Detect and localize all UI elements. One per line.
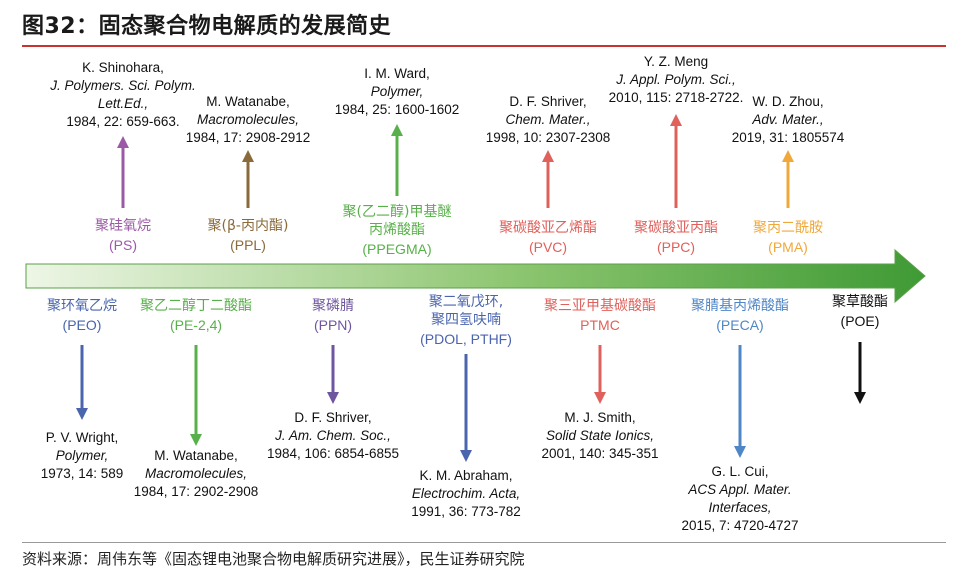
citation-line: 1984, 106: 6854-6855 xyxy=(267,446,399,461)
arrow-up-icon xyxy=(391,124,403,196)
citation-line: Interfaces, xyxy=(708,500,771,515)
polymer-name: 聚腈基丙烯酸酯 xyxy=(691,297,789,314)
citation-line: Polymer, xyxy=(56,448,109,463)
polymer-abbr: PTMC xyxy=(580,317,620,333)
arrow-down-icon xyxy=(594,345,606,404)
citation-line: ACS Appl. Mater. xyxy=(687,482,791,497)
arrow-up-icon xyxy=(542,150,554,208)
arrow-down-icon xyxy=(854,342,866,404)
citation-line: Adv. Mater., xyxy=(751,112,823,127)
arrow-down-icon xyxy=(76,345,88,420)
polymer-abbr: (PVC) xyxy=(529,239,567,255)
polymer-name: 聚(β-丙内酯) xyxy=(208,218,289,234)
polymer-name: 聚碳酸亚乙烯酯 xyxy=(499,220,597,236)
arrow-down-icon xyxy=(327,345,339,404)
polymer-name-line2: 聚四氢呋喃 xyxy=(431,312,501,328)
citation-line: Solid State Ionics, xyxy=(546,428,654,443)
citation-line: M. Watanabe, xyxy=(206,94,290,109)
polymer-name: 聚乙二醇丁二酸酯 xyxy=(140,297,252,314)
citation-line: W. D. Zhou, xyxy=(752,94,823,109)
polymer-name: 聚磷腈 xyxy=(312,298,354,314)
citation-line: J. Appl. Polym. Sci., xyxy=(615,72,736,87)
polymer-name: 聚三亚甲基碳酸酯 xyxy=(544,297,656,314)
figure-title: 图32：固态聚合物电解质的发展简史 xyxy=(22,14,392,39)
citation-line: D. F. Shriver, xyxy=(294,410,371,425)
citation-line: D. F. Shriver, xyxy=(509,94,586,109)
citation-line: 1973, 14: 589 xyxy=(41,466,124,481)
polymer-name-line2: 丙烯酸酯 xyxy=(369,222,425,238)
polymer-name: 聚碳酸亚丙酯 xyxy=(634,220,718,236)
arrow-up-icon xyxy=(782,150,794,208)
polymer-abbr: (PPN) xyxy=(314,317,352,333)
citation-line: Y. Z. Meng xyxy=(644,54,708,69)
polymer-name: 聚硅氧烷 xyxy=(95,218,151,234)
citation-line: Macromolecules, xyxy=(145,466,247,481)
polymer-abbr: (PS) xyxy=(109,237,137,253)
citation-line: 2019, 31: 1805574 xyxy=(732,130,845,145)
citation-line: 2015, 7: 4720-4727 xyxy=(681,518,798,533)
citation-line: J. Am. Chem. Soc., xyxy=(274,428,391,443)
polymer-abbr: (PDOL, PTHF) xyxy=(420,331,512,347)
arrow-up-icon xyxy=(670,114,682,208)
polymer-abbr: (PMA) xyxy=(768,239,808,255)
citation-line: K. Shinohara, xyxy=(82,60,164,75)
polymer-name: 聚草酸酯 xyxy=(832,294,888,310)
polymer-abbr: (PPEGMA) xyxy=(362,241,431,257)
citation-line: Lett.Ed., xyxy=(98,96,148,111)
citation-line: 1984, 25: 1600-1602 xyxy=(335,102,460,117)
citation-line: G. L. Cui, xyxy=(711,464,768,479)
citation-line: J. Polymers. Sci. Polym. xyxy=(49,78,196,93)
citation-line: I. M. Ward, xyxy=(364,66,430,81)
polymer-name: 聚二氧戊环, xyxy=(429,294,503,310)
citation-line: 2010, 115: 2718-2722. xyxy=(609,90,744,105)
polymer-abbr: (PECA) xyxy=(716,317,763,333)
citation-line: K. M. Abraham, xyxy=(419,468,512,483)
source-note: 资料来源：周伟东等《固态锂电池聚合物电解质研究进展》，民生证券研究院 xyxy=(22,550,525,568)
polymer-abbr: (PEO) xyxy=(63,317,102,333)
arrow-up-icon xyxy=(117,136,129,208)
title-rule xyxy=(22,45,946,47)
citation-line: 1991, 36: 773-782 xyxy=(411,504,521,519)
polymer-name: 聚丙二酰胺 xyxy=(753,220,823,236)
citation-line: 1998, 10: 2307-2308 xyxy=(486,130,611,145)
polymer-abbr: (PPL) xyxy=(230,237,266,253)
timeline-arrow xyxy=(25,248,926,304)
polymer-name: 聚环氧乙烷 xyxy=(47,298,117,314)
citation-line: M. Watanabe, xyxy=(154,448,238,463)
citation-line: Electrochim. Acta, xyxy=(412,486,520,501)
arrow-down-icon xyxy=(190,345,202,446)
citation-line: 1984, 17: 2902-2908 xyxy=(134,484,259,499)
citation-line: 1984, 17: 2908-2912 xyxy=(186,130,311,145)
arrow-up-icon xyxy=(242,150,254,208)
citation-line: Polymer, xyxy=(371,84,424,99)
arrow-down-icon xyxy=(734,345,746,458)
citation-line: P. V. Wright, xyxy=(46,430,119,445)
citation-line: M. J. Smith, xyxy=(564,410,635,425)
arrow-down-icon xyxy=(460,354,472,462)
citation-line: 2001, 140: 345-351 xyxy=(541,446,658,461)
citation-line: 1984, 22: 659-663. xyxy=(66,114,179,129)
polymer-name: 聚(乙二醇)甲基醚 xyxy=(343,203,452,220)
polymer-abbr: (PPC) xyxy=(657,239,695,255)
footer-rule xyxy=(22,542,946,543)
citation-line: Macromolecules, xyxy=(197,112,299,127)
polymer-abbr: (PE-2,4) xyxy=(170,317,222,333)
polymer-abbr: (POE) xyxy=(841,313,880,329)
citation-line: Chem. Mater., xyxy=(505,112,590,127)
